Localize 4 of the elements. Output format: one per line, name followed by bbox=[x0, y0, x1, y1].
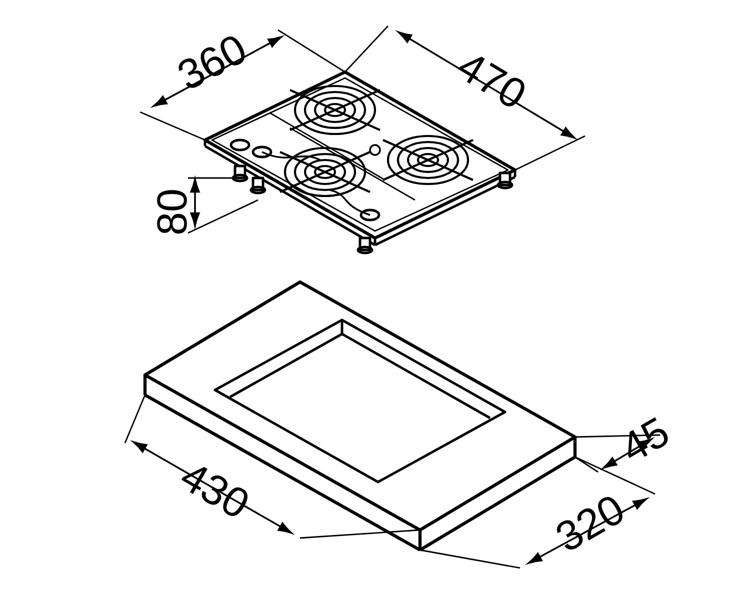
dimension-label: 430 bbox=[181, 466, 248, 516]
dimension-label: 320 bbox=[556, 496, 622, 550]
dimension-label: 80 bbox=[157, 190, 187, 234]
dimension-label: 360 bbox=[178, 36, 245, 88]
